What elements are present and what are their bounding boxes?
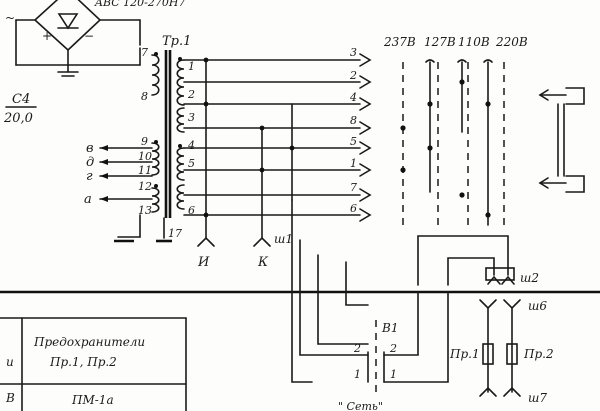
svg-text:17: 17 — [168, 227, 182, 240]
svg-text:2: 2 — [349, 69, 357, 82]
svg-text:−: − — [84, 29, 94, 43]
svg-text:4: 4 — [349, 91, 357, 104]
svg-text:2: 2 — [187, 88, 195, 101]
sh1-label-k: К — [257, 255, 269, 270]
svg-text:1: 1 — [390, 368, 397, 381]
svg-text:ш2: ш2 — [520, 271, 539, 285]
svg-text:4: 4 — [187, 139, 195, 152]
sh1-label-i: И — [197, 255, 210, 270]
svg-text:2: 2 — [389, 342, 397, 355]
svg-text:и: и — [6, 355, 14, 369]
switch-name: В1 — [381, 321, 398, 335]
svg-text:5: 5 — [350, 135, 357, 148]
svg-text:ш7: ш7 — [528, 391, 547, 405]
svg-text:Пр.2: Пр.2 — [523, 347, 554, 361]
capacitor-c4: C4 20,0 — [3, 92, 37, 126]
svg-text:237В: 237В — [383, 35, 416, 49]
output-terminals: 3 2 4 8 5 1 7 6 — [349, 46, 372, 222]
svg-text:220В: 220В — [495, 35, 528, 49]
svg-text:1: 1 — [354, 368, 361, 381]
svg-text:10: 10 — [138, 150, 152, 163]
svg-text:Пр.1, Пр.2: Пр.1, Пр.2 — [49, 355, 117, 369]
svg-text:C4: C4 — [12, 92, 30, 107]
svg-text:3: 3 — [188, 111, 195, 124]
svg-text:6: 6 — [350, 202, 357, 215]
svg-text:ш6: ш6 — [528, 299, 547, 313]
svg-text:11: 11 — [138, 164, 152, 177]
svg-text:Пр.1: Пр.1 — [449, 347, 480, 361]
svg-text:в: в — [86, 141, 94, 156]
svg-text:127В: 127В — [424, 35, 456, 49]
svg-text:Tp.1: Tp.1 — [162, 34, 191, 49]
svg-text:Предохранители: Предохранители — [33, 335, 145, 349]
svg-text:д: д — [86, 155, 94, 170]
svg-text:8: 8 — [141, 90, 148, 103]
svg-text:1: 1 — [188, 60, 195, 73]
svg-text:3: 3 — [350, 46, 357, 59]
connector-sh2: ш2 — [417, 235, 539, 286]
fuse-block: ш6 Пр.1 Пр.2 ш7 — [449, 299, 554, 405]
output-bus: И К ш1 — [183, 57, 361, 270]
header-fragment: ABC 120-270H7 — [94, 0, 185, 9]
voltage-selector: 237В 127В 110В 220В — [383, 35, 528, 228]
svg-text:а: а — [84, 192, 92, 207]
svg-text:+: + — [42, 29, 52, 43]
svg-text:110В: 110В — [458, 35, 490, 49]
svg-text:5: 5 — [188, 157, 195, 170]
svg-text:г: г — [86, 169, 93, 184]
svg-text:ПМ-1а: ПМ-1а — [71, 393, 114, 407]
svg-text:13: 13 — [138, 204, 152, 217]
svg-text:8: 8 — [350, 114, 357, 127]
svg-text:12: 12 — [138, 180, 152, 193]
svg-text:20,0: 20,0 — [3, 111, 33, 126]
switch-wires: В1 2 2 1 1 — [291, 199, 449, 392]
svg-text:~: ~ — [5, 11, 15, 25]
svg-text:7: 7 — [350, 181, 357, 194]
plug-symbol — [538, 87, 585, 193]
transformer-tp1: Tp.1 7 8 9 10 11 12 13 1 2 3 4 5 6 — [114, 34, 195, 243]
footer-fragment: " Сеть" — [338, 400, 383, 411]
rectifier-bridge: + − ~ — [5, 0, 141, 77]
svg-text:2: 2 — [353, 342, 361, 355]
svg-text:1: 1 — [350, 157, 357, 170]
svg-text:7: 7 — [141, 46, 148, 59]
left-taps: в д г а — [84, 141, 153, 207]
svg-text:6: 6 — [188, 204, 195, 217]
svg-text:В: В — [5, 391, 15, 405]
svg-text:9: 9 — [141, 135, 148, 148]
fuse-table: Предохранители Пр.1, Пр.2 и В ПМ-1а — [0, 317, 187, 411]
sh1-name: ш1 — [274, 232, 293, 246]
